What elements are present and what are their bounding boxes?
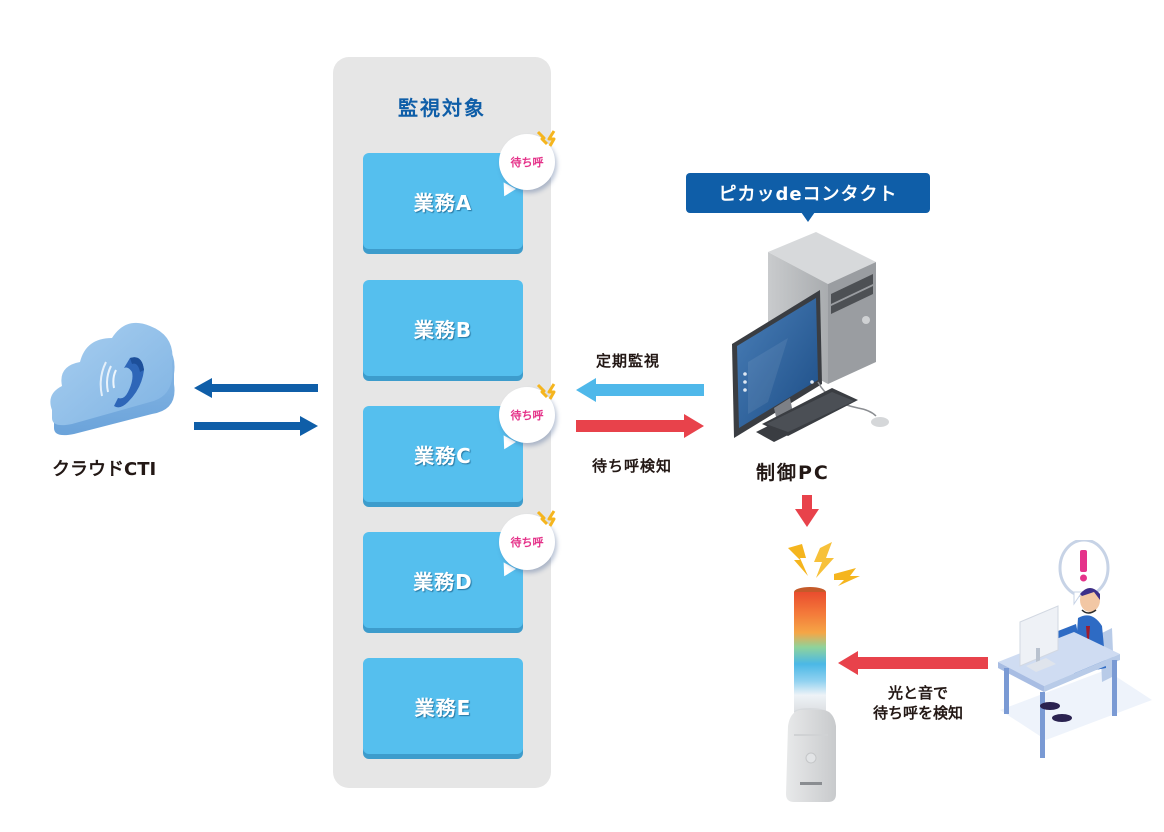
operator-at-desk-icon xyxy=(998,540,1152,758)
lightning-spark-icon xyxy=(536,383,556,400)
waiting-call-text: 待ち呼 xyxy=(510,156,544,169)
signal-tower-icon xyxy=(786,587,836,802)
light-sound-detection-line2: 待ち呼を検知 xyxy=(872,704,963,722)
arrow-periodic-monitoring-icon xyxy=(576,378,704,402)
task-card-e: 業務E xyxy=(363,658,523,754)
product-badge-pointer xyxy=(801,212,815,222)
control-pc-label: 制御PC xyxy=(756,462,830,484)
waiting-call-text: 待ち呼 xyxy=(510,409,544,422)
arrow-right-to-panel-icon xyxy=(194,416,318,436)
arrow-down-to-tower-icon xyxy=(795,495,819,527)
light-sound-detection-line1: 光と音で xyxy=(887,684,948,702)
keyboard-icon xyxy=(762,388,858,436)
periodic-monitoring-label: 定期監視 xyxy=(596,352,661,370)
lightning-spark-icon xyxy=(788,542,860,586)
arrow-left-from-panel-icon xyxy=(194,378,318,398)
lightning-spark-icon xyxy=(536,130,556,147)
task-card-d: 業務D xyxy=(363,532,523,628)
exclamation-icon xyxy=(1058,540,1110,606)
light-sound-detection-label: 光と音で 待ち呼を検知 xyxy=(858,683,978,723)
desktop-pc-icon xyxy=(732,232,889,442)
product-name-badge: ピカッdeコンタクト xyxy=(686,173,930,213)
waiting-call-bubble-c: 待ち呼 xyxy=(499,387,555,443)
task-card-c: 業務C xyxy=(363,406,523,502)
lightning-spark-icon xyxy=(536,510,556,527)
cloud-cti-label: クラウドCTI xyxy=(52,459,157,480)
task-card-a: 業務A xyxy=(363,153,523,249)
arrow-operator-to-tower-icon xyxy=(838,651,988,675)
waiting-call-detection-label: 待ち呼検知 xyxy=(592,457,673,475)
arrow-waiting-call-detection-icon xyxy=(576,414,704,438)
waiting-call-text: 待ち呼 xyxy=(510,536,544,549)
monitoring-target-title: 監視対象 xyxy=(398,96,486,120)
task-card-b: 業務B xyxy=(363,280,523,376)
cloud-phone-icon xyxy=(50,322,175,436)
